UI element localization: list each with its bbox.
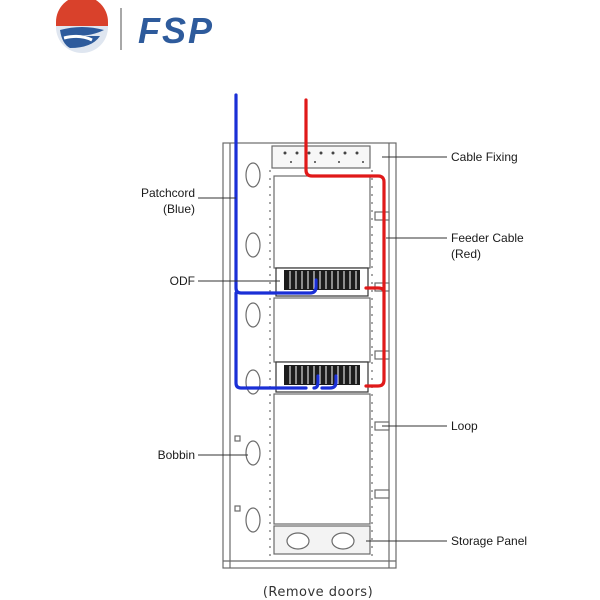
label-storage-panel: Storage Panel — [451, 534, 527, 548]
label-bobbin: Bobbin — [158, 448, 195, 462]
brand-logo: FSP — [56, 0, 214, 53]
label-patchcord: Patchcord — [141, 186, 195, 200]
diagram-caption: (Remove doors) — [263, 585, 373, 600]
leader-lines — [198, 156, 447, 542]
feeder-cable-red — [304, 98, 386, 388]
logo-emblem-icon — [56, 0, 108, 53]
label-loop: Loop — [451, 419, 478, 433]
label-feeder-cable-color: (Red) — [451, 247, 481, 261]
cabinet-frame — [222, 142, 397, 569]
label-patchcord-color: (Blue) — [163, 202, 195, 216]
patchcord-blue — [234, 93, 338, 390]
brand-name: FSP — [138, 10, 214, 51]
label-odf: ODF — [170, 274, 195, 288]
odf-unit-upper — [275, 267, 369, 297]
label-cable-fixing: Cable Fixing — [451, 150, 518, 164]
label-feeder-cable: Feeder Cable — [451, 231, 524, 245]
cable-fixing-strip — [283, 151, 364, 163]
